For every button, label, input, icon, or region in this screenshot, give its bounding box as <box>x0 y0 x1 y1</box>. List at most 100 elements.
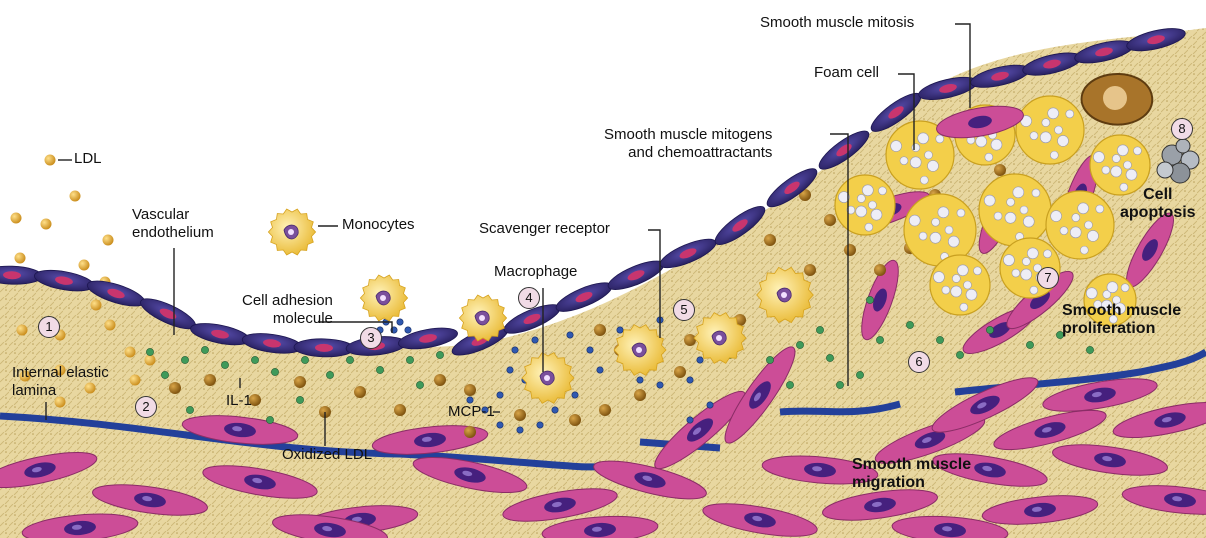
il-1-dot <box>186 406 193 413</box>
mcp-1-dot <box>532 337 538 343</box>
oxidized-ldl-particle <box>204 374 216 386</box>
il-1-dot <box>956 351 963 358</box>
mcp-1-dot <box>552 407 558 413</box>
il-1-dot <box>766 356 773 363</box>
il-1-dot <box>181 356 188 363</box>
ldl-particle <box>41 219 52 230</box>
mcp-1-dot <box>507 367 513 373</box>
step-marker-8: 8 <box>1171 118 1193 140</box>
mcp-1-dot <box>697 357 703 363</box>
oxidized-ldl-particle <box>764 234 776 246</box>
il-1-dot <box>406 356 413 363</box>
smooth-muscle-mitogens-label: Smooth muscle mitogens and chemoattracta… <box>604 126 772 162</box>
il-1-dot <box>271 368 278 375</box>
foam-cell <box>835 175 895 235</box>
mcp-1-label: MCP-1 <box>448 403 495 421</box>
mcp-1-dot <box>587 347 593 353</box>
il-1-label: IL-1 <box>226 392 252 410</box>
foam-cell <box>1046 191 1114 259</box>
ldl-particle <box>103 235 114 246</box>
oxidized-ldl-particle <box>434 374 446 386</box>
step-marker-4: 4 <box>518 287 540 309</box>
oxidized-ldl-particle <box>994 164 1006 176</box>
il-1-dot <box>1026 341 1033 348</box>
ldl-particle <box>91 300 102 311</box>
oxidized-ldl-particle <box>844 244 856 256</box>
step-marker-6: 6 <box>908 351 930 373</box>
mcp-1-dot <box>567 332 573 338</box>
step-marker-1: 1 <box>38 316 60 338</box>
step-marker-7: 7 <box>1037 267 1059 289</box>
macrophage-label: Macrophage <box>494 263 577 281</box>
ldl-label: LDL <box>74 150 102 168</box>
oxidized-ldl-particle <box>569 414 581 426</box>
vascular-endothelium-label: Vascular endothelium <box>132 206 214 242</box>
mcp-1-dot <box>687 417 693 423</box>
oxidized-ldl-label: Oxidized LDL <box>282 446 372 464</box>
il-1-dot <box>826 354 833 361</box>
oxidized-ldl-particle <box>464 426 476 438</box>
oxidized-ldl-particle <box>824 214 836 226</box>
il-1-dot <box>836 381 843 388</box>
mcp-1-dot <box>687 377 693 383</box>
ldl-particle <box>11 213 22 224</box>
cell-apoptosis-label: Cell apoptosis <box>1120 186 1196 222</box>
ldl-particle <box>130 375 141 386</box>
il-1-dot <box>301 356 308 363</box>
il-1-dot <box>816 326 823 333</box>
il-1-dot <box>161 371 168 378</box>
oxidized-ldl-particle <box>599 404 611 416</box>
ldl-particle <box>17 325 28 336</box>
ldl-particle <box>45 155 56 166</box>
foam-cell <box>979 174 1051 246</box>
mcp-1-dot <box>637 377 643 383</box>
il-1-dot <box>201 346 208 353</box>
ldl-particle <box>105 320 116 331</box>
mcp-1-dot <box>707 402 713 408</box>
monocyte <box>360 275 407 321</box>
il-1-dot <box>146 348 153 355</box>
il-1-dot <box>786 381 793 388</box>
il-1-dot <box>1086 346 1093 353</box>
mcp-1-dot <box>497 392 503 398</box>
smooth-muscle-proliferation-label: Smooth muscle proliferation <box>1062 302 1181 338</box>
oxidized-ldl-particle <box>684 334 696 346</box>
ldl-particle <box>145 355 156 366</box>
ldl-particle <box>70 191 81 202</box>
il-1-dot <box>436 351 443 358</box>
mcp-1-dot <box>405 327 411 333</box>
il-1-dot <box>936 336 943 343</box>
oxidized-ldl-particle <box>354 386 366 398</box>
oxidized-ldl-particle <box>464 384 476 396</box>
foam-cell-label: Foam cell <box>814 64 879 82</box>
il-1-dot <box>906 321 913 328</box>
oxidized-ldl-particle <box>594 324 606 336</box>
oxidized-ldl-particle <box>169 382 181 394</box>
mcp-1-dot <box>512 347 518 353</box>
il-1-dot <box>251 356 258 363</box>
mcp-1-dot <box>537 422 543 428</box>
mcp-1-dot <box>657 382 663 388</box>
oxidized-ldl-particle <box>394 404 406 416</box>
smooth-muscle-mitosis-label: Smooth muscle mitosis <box>760 14 914 32</box>
il-1-dot <box>326 371 333 378</box>
il-1-dot <box>866 296 873 303</box>
il-1-dot <box>416 381 423 388</box>
cell-adhesion-molecule-label: Cell adhesion molecule <box>242 292 333 328</box>
mcp-1-dot <box>597 367 603 373</box>
oxidized-ldl-particle <box>294 376 306 388</box>
mcp-1-dot <box>517 427 523 433</box>
foam-cell <box>1016 96 1084 164</box>
il-1-dot <box>266 416 273 423</box>
ldl-particle <box>125 347 136 358</box>
mcp-1-dot <box>617 327 623 333</box>
il-1-dot <box>346 356 353 363</box>
scavenger-receptor-label: Scavenger receptor <box>479 220 610 238</box>
il-1-dot <box>296 396 303 403</box>
il-1-dot <box>876 336 883 343</box>
ldl-particle <box>15 253 26 264</box>
il-1-dot <box>796 341 803 348</box>
mcp-1-dot <box>572 392 578 398</box>
oxidized-ldl-particle <box>674 366 686 378</box>
